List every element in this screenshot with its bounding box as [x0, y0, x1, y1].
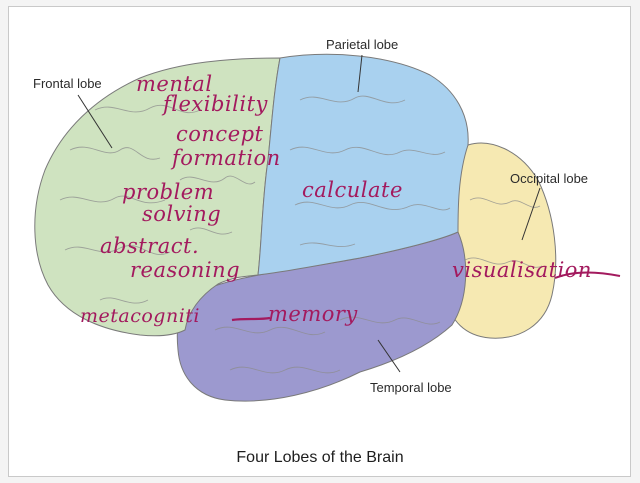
parietal-lobe-label: Parietal lobe — [326, 37, 399, 52]
visualisation-tail — [554, 271, 621, 279]
diagram-caption: Four Lobes of the Brain — [236, 449, 404, 466]
annotation-concept: concept — [176, 122, 264, 146]
annotation-abstract: abstract. — [100, 234, 200, 258]
annotation-formation: formation — [172, 146, 281, 170]
temporal-lobe-label: Temporal lobe — [370, 380, 452, 395]
annotation-visualisation: visualisation — [452, 258, 592, 282]
annotation-flexibility: flexibility — [163, 92, 268, 116]
annotation-solving: solving — [142, 202, 222, 226]
leader-lines — [77, 54, 541, 373]
annotation-memory: memory — [268, 302, 358, 326]
annotation-dash — [231, 316, 271, 322]
annotation-calculate: calculate — [302, 178, 403, 202]
annotation-mental: mental — [136, 72, 213, 96]
annotation-problem: problem — [122, 180, 215, 204]
annotation-metacognition: metacogniti — [80, 305, 200, 327]
occipital-lobe-label: Occipital lobe — [510, 171, 589, 186]
frontal-lobe-label: Frontal lobe — [33, 76, 102, 91]
parietal-lobe — [257, 53, 469, 276]
annotation-reasoning: reasoning — [130, 258, 241, 282]
brain-folds — [59, 95, 543, 374]
